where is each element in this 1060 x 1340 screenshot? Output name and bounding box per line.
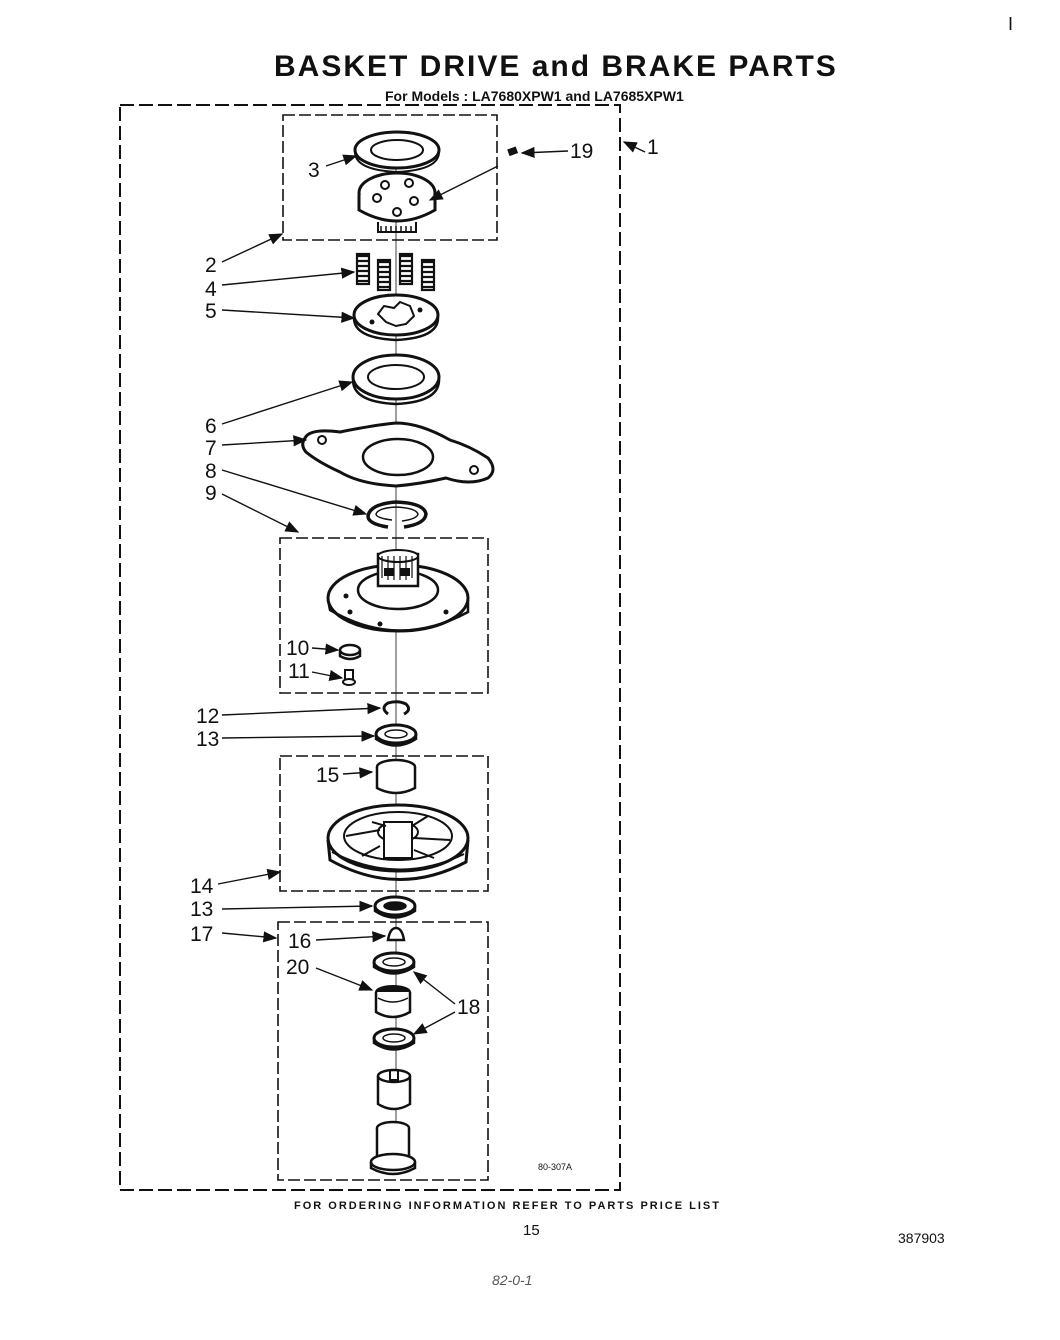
- subassembly-box-14: [279, 755, 489, 892]
- leader-15: [342, 767, 374, 779]
- leader-1: [622, 141, 646, 153]
- leader-17: [221, 931, 278, 943]
- part-8-retaining-ring: [366, 500, 428, 529]
- models-subtitle: For Models : LA7680XPW1 and LA7685XPW1: [385, 88, 684, 104]
- leader-19b: [428, 165, 499, 201]
- leader-4: [221, 267, 356, 286]
- part-16-cap: [386, 926, 406, 942]
- leader-8: [221, 469, 368, 516]
- document-number: 387903: [898, 1230, 945, 1246]
- page-title: BASKET DRIVE and BRAKE PARTS: [274, 50, 838, 83]
- part-6-lining-ring: [351, 353, 441, 406]
- leader-lines: [217, 141, 646, 1035]
- leader-3: [325, 154, 358, 167]
- callout-9: 9: [205, 482, 217, 505]
- callout-17: 17: [190, 923, 213, 946]
- leader-20: [315, 967, 374, 991]
- callout-3: 3: [308, 159, 320, 182]
- leader-5: [221, 309, 356, 323]
- part-3-washer: [353, 130, 441, 174]
- part-12-snap-ring: [382, 700, 411, 716]
- subassembly-box-17: [277, 921, 489, 1181]
- leader-16: [315, 931, 387, 943]
- part-19-key: [507, 146, 519, 157]
- leader-18a: [412, 971, 456, 1005]
- leader-18b: [412, 1011, 456, 1035]
- callout-2: 2: [205, 254, 217, 277]
- callout-19: 19: [570, 140, 593, 163]
- leader-11: [311, 670, 344, 682]
- callout-10: 10: [286, 637, 309, 660]
- callout-4: 4: [205, 278, 217, 301]
- part-15-bushing: [375, 758, 417, 795]
- callout-13-upper: 13: [196, 728, 219, 751]
- subassembly-box-2: [282, 114, 498, 241]
- callout-1: 1: [647, 136, 659, 159]
- leader-2: [221, 233, 284, 263]
- part-10-nut: [338, 643, 362, 661]
- assembly-outline: [119, 104, 621, 1191]
- subassembly-box-9: [279, 537, 489, 694]
- callout-7: 7: [205, 437, 217, 460]
- callout-8: 8: [205, 460, 217, 483]
- leader-6: [221, 380, 354, 425]
- part-18-seal-upper: [372, 951, 416, 975]
- part-4-springs: [355, 252, 436, 292]
- callout-20: 20: [286, 956, 309, 979]
- leader-14: [217, 868, 282, 885]
- callout-14: 14: [190, 875, 214, 898]
- part-11-screw: [342, 669, 356, 686]
- callout-5: 5: [205, 300, 217, 323]
- part-14-pulley: [326, 803, 470, 881]
- leader-13b: [221, 900, 374, 912]
- part-20-sleeve: [374, 985, 412, 1019]
- callout-15: 15: [316, 764, 339, 787]
- leader-10: [311, 643, 340, 655]
- callout-13-lower: 13: [190, 898, 213, 921]
- handwritten-note: 82-0-1: [492, 1272, 533, 1288]
- shaft-lower: [369, 1120, 417, 1176]
- part-18-seal-lower: [372, 1027, 416, 1051]
- shaft-upper: [376, 1068, 412, 1111]
- callout-12: 12: [196, 705, 219, 728]
- callout-16: 16: [288, 930, 311, 953]
- part-5-brake-plate: [352, 293, 440, 342]
- page-number: 15: [523, 1222, 540, 1239]
- leader-19: [520, 146, 569, 159]
- part-13-bearing-upper: [374, 723, 418, 747]
- diagram-code: 80-307A: [538, 1162, 572, 1172]
- corner-mark: I: [1008, 14, 1014, 34]
- part-9-drive-hub: [326, 549, 470, 633]
- callout-18: 18: [457, 996, 480, 1019]
- leader-13a: [221, 730, 376, 742]
- leader-7: [221, 435, 308, 447]
- part-13-bearing-lower: [373, 895, 417, 919]
- leader-9: [221, 493, 300, 533]
- callout-11: 11: [288, 660, 310, 683]
- part-2-brake-hub: [357, 171, 437, 233]
- ordering-note: FOR ORDERING INFORMATION REFER TO PARTS …: [294, 1200, 721, 1212]
- callout-6: 6: [205, 415, 217, 438]
- part-7-bracket: [301, 421, 495, 488]
- leader-12: [221, 702, 382, 716]
